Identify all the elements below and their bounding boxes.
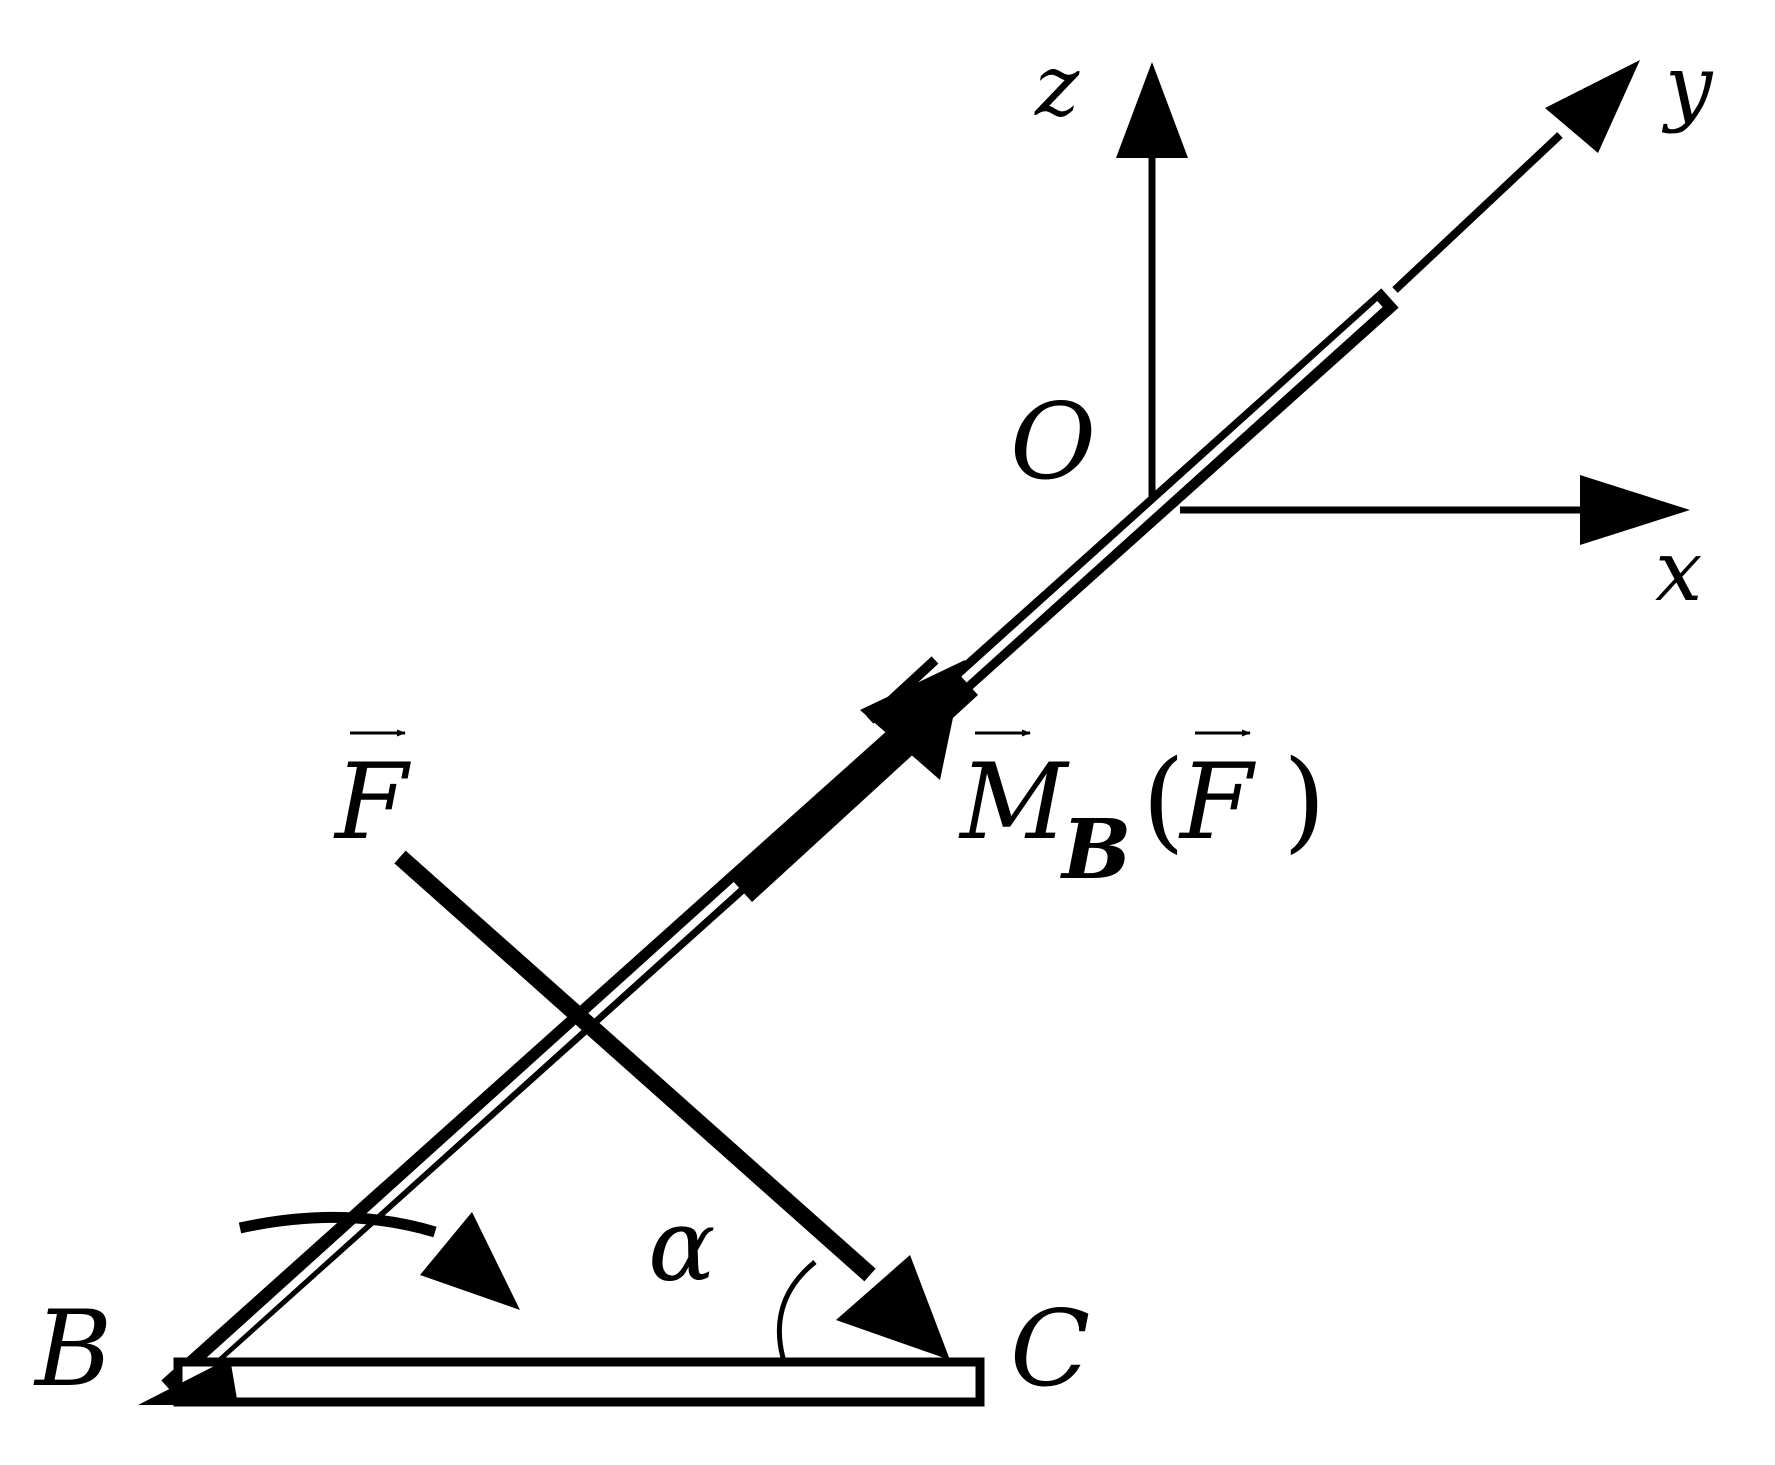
x-axis [1180,475,1690,545]
rod-BC [138,1357,985,1407]
label-F-group: F [333,729,411,863]
moment-vector-MB [732,656,978,902]
label-C: C [1010,1288,1090,1410]
y-axis [1392,60,1640,293]
z-axis [1116,62,1188,505]
y-axis-arrowhead [1545,60,1640,153]
label-B: B [33,1288,112,1410]
moment-vector-arrowhead [860,660,965,780]
angle-alpha-arc [776,1260,817,1359]
force-vector-arrowhead [836,1255,950,1360]
label-z: z [1034,37,1080,135]
rod-B-corner [138,1358,238,1405]
label-close-paren: ) [1283,736,1326,864]
z-axis-arrowhead [1116,62,1188,158]
rotation-arrow-icon [238,1211,520,1310]
label-open-paren: ( [1142,736,1185,864]
label-x: x [1655,522,1702,620]
label-F: F [333,741,411,863]
x-axis-arrowhead [1580,475,1690,545]
label-F-inner: F [1178,741,1256,863]
label-moment-group: M B ( F ) [958,729,1326,898]
label-M-subscript: B [1060,802,1131,898]
label-O: O [1010,381,1096,503]
label-alpha: α [648,1187,716,1304]
label-M: M [958,741,1070,863]
label-y: y [1661,37,1714,135]
force-vector-F [394,850,950,1360]
